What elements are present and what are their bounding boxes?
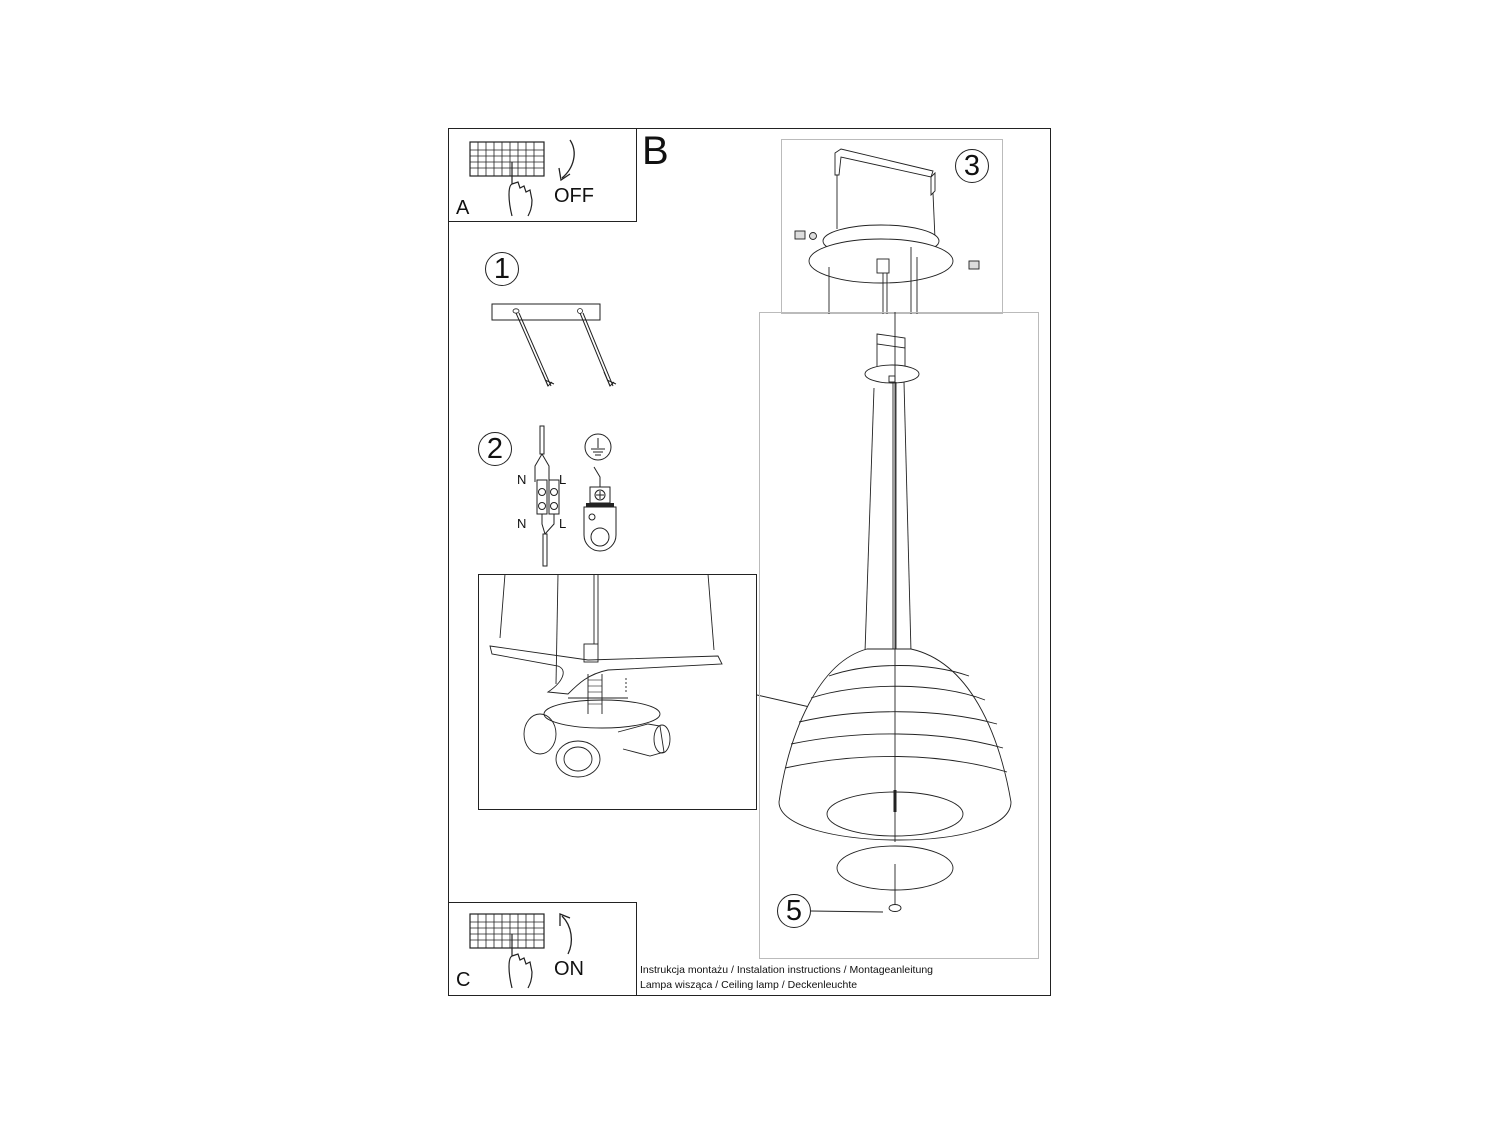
socket-assembly-detail-panel — [478, 574, 757, 810]
step-c-label: C — [456, 969, 471, 991]
step-5-number: 5 — [777, 894, 811, 928]
ground-terminal-illustration — [583, 466, 617, 552]
step-2-number: 2 — [478, 432, 512, 466]
ground-symbol-icon — [584, 433, 612, 461]
terminal-block-wiring-illustration — [534, 425, 560, 567]
arrow-down-icon — [558, 139, 575, 182]
neutral-bottom-label: N — [517, 516, 527, 531]
circuit-breaker-hand-icon — [469, 913, 545, 989]
step-b-label: B — [642, 129, 669, 173]
caption-product: Lampa wisząca / Ceiling lamp / Deckenleu… — [640, 979, 858, 991]
ceiling-mount-panel — [781, 139, 1003, 314]
lamp-assembly-panel — [759, 312, 1039, 959]
pendant-lamp-illustration — [778, 312, 1012, 913]
on-label: ON — [554, 958, 584, 980]
step-1-number: 1 — [485, 252, 519, 286]
off-label: OFF — [554, 185, 594, 207]
arrow-up-icon — [559, 913, 573, 955]
step-3-number: 3 — [955, 149, 989, 183]
step-a-label: A — [456, 197, 470, 219]
instruction-sheet — [448, 128, 1051, 996]
neutral-top-label: N — [517, 472, 527, 487]
circuit-breaker-hand-icon — [469, 141, 545, 217]
mounting-bracket-drill-illustration — [491, 303, 617, 387]
caption-instructions: Instrukcja montażu / Instalation instruc… — [640, 964, 933, 976]
live-top-label: L — [559, 472, 567, 487]
live-bottom-label: L — [559, 516, 567, 531]
ceiling-mount-illustration — [794, 148, 980, 314]
socket-assembly-illustration — [489, 573, 723, 778]
